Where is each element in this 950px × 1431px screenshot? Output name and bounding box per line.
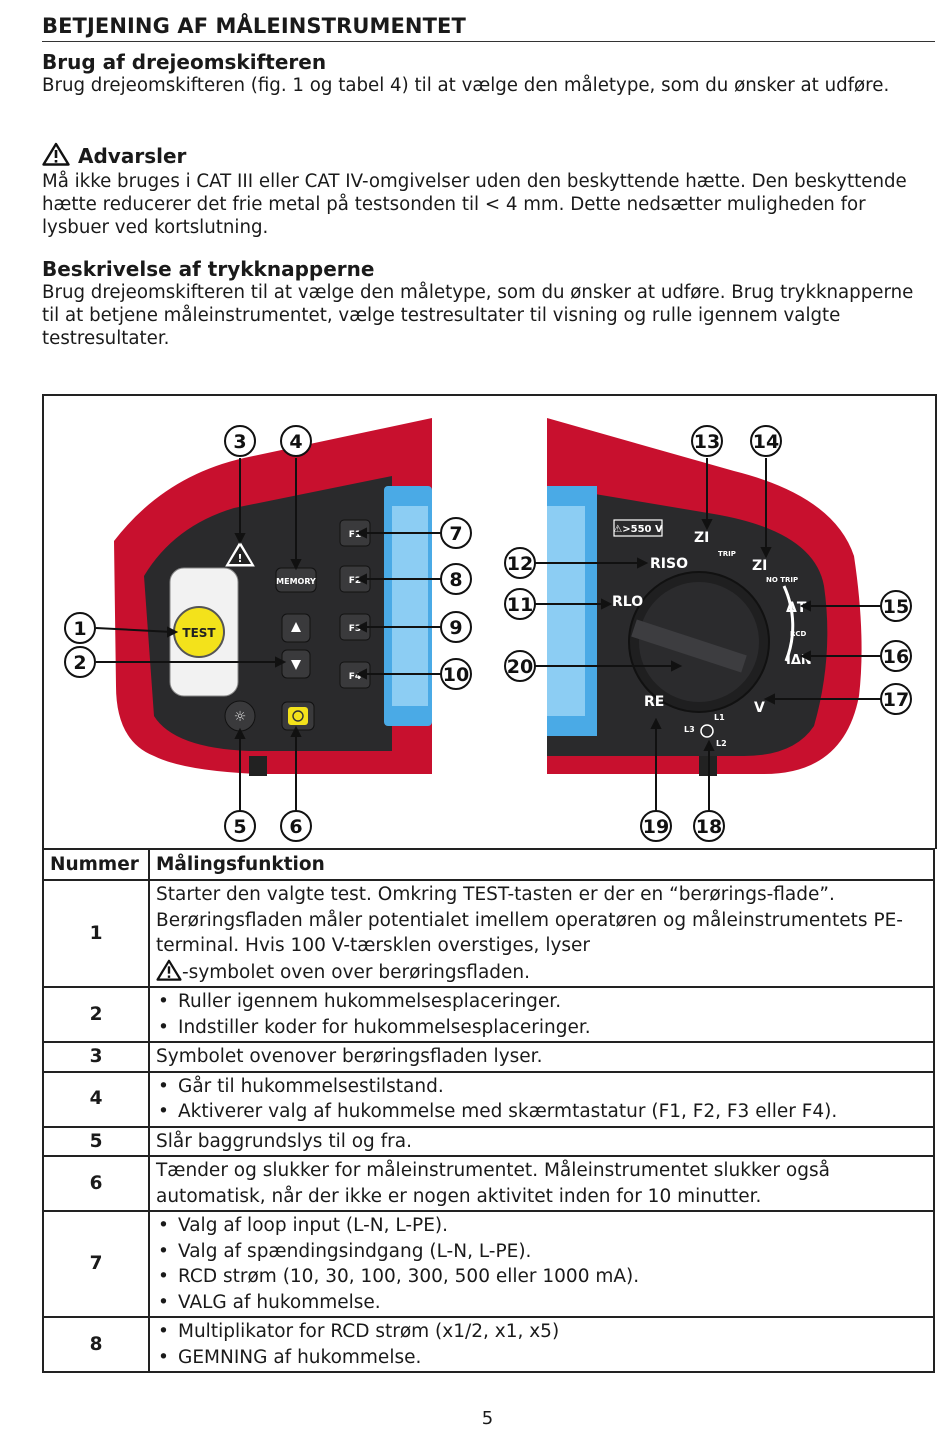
table-row: 3 Symbolet ovenover berøringsfladen lyse… xyxy=(42,1041,935,1073)
svg-text:RCD: RCD xyxy=(790,630,807,638)
warning-triangle-icon xyxy=(156,959,182,981)
table-row: 5 Slår baggrundslys til og fra. xyxy=(42,1125,935,1157)
svg-text:19: 19 xyxy=(643,816,669,838)
svg-text:16: 16 xyxy=(883,646,909,668)
svg-text:L3: L3 xyxy=(684,725,695,734)
section-rotary-switch: Brug af drejeomskifteren Brug drejeomski… xyxy=(42,50,889,97)
warning-triangle-icon xyxy=(42,142,70,170)
section-title: Beskrivelse af trykknapperne xyxy=(42,257,375,281)
table-row: 4 Går til hukommelsestilstand.Aktiverer … xyxy=(42,1070,935,1128)
svg-text:6: 6 xyxy=(289,816,302,838)
svg-text:4: 4 xyxy=(289,431,302,453)
section-pushbuttons: Beskrivelse af trykknapperne Brug drejeo… xyxy=(42,257,935,350)
svg-text:17: 17 xyxy=(883,689,909,711)
svg-text:13: 13 xyxy=(694,431,720,453)
section-warnings: Advarsler Må ikke bruges i CAT III eller… xyxy=(42,142,935,239)
page-heading: BETJENING AF MÅLEINSTRUMENTET xyxy=(42,14,935,42)
table-row: 8 Multiplikator for RCD strøm (x1/2, x1,… xyxy=(42,1316,935,1373)
table-row: 1 Starter den valgte test. Omkring TEST-… xyxy=(42,879,935,988)
svg-text:F2: F2 xyxy=(349,576,361,586)
svg-text:NO TRIP: NO TRIP xyxy=(766,576,798,584)
svg-text:10: 10 xyxy=(443,664,469,686)
table-row: 2 Ruller igennem hukommelsesplaceringer.… xyxy=(42,986,935,1043)
svg-text:!: ! xyxy=(237,552,242,565)
svg-text:L1: L1 xyxy=(714,713,725,722)
svg-text:8: 8 xyxy=(449,569,462,591)
memory-button-label: MEMORY xyxy=(276,577,316,586)
svg-text:9: 9 xyxy=(449,617,462,639)
section-text: Brug drejeomskifteren (fig. 1 og tabel 4… xyxy=(42,75,890,96)
column-header-number: Nummer xyxy=(42,848,150,881)
svg-text:ΔT: ΔT xyxy=(786,600,807,616)
button-description-table: Nummer Målingsfunktion 1 Starter den val… xyxy=(42,848,935,1373)
section-title: Advarsler xyxy=(78,144,187,168)
svg-text:RE: RE xyxy=(644,694,664,710)
callout-numbers: 1 2 3 4 5 6 7 8 9 10 11 12 13 14 15 16 1… xyxy=(64,425,912,842)
svg-text:20: 20 xyxy=(507,656,533,678)
svg-text:F4: F4 xyxy=(349,672,361,682)
instrument-figure: TEST ! MEMORY ☼ F1 F2 F3 F4 xyxy=(42,394,937,849)
section-text: Brug drejeomskifteren til at vælge den m… xyxy=(42,282,914,349)
section-text: Må ikke bruges i CAT III eller CAT IV-om… xyxy=(42,171,907,238)
function-keys: F1 F2 F3 F4 xyxy=(339,519,371,689)
svg-text:L2: L2 xyxy=(716,739,727,748)
table-row: 6 Tænder og slukker for måleinstrumentet… xyxy=(42,1155,935,1212)
column-header-function: Målingsfunktion xyxy=(148,848,935,881)
svg-text:F3: F3 xyxy=(349,624,361,634)
page-number: 5 xyxy=(481,1408,494,1429)
svg-text:12: 12 xyxy=(507,553,533,575)
svg-text:1: 1 xyxy=(73,618,86,640)
svg-text:5: 5 xyxy=(233,816,246,838)
table-row: 7 Valg af loop input (L-N, L-PE).Valg af… xyxy=(42,1210,935,1318)
svg-text:RISO: RISO xyxy=(650,556,688,572)
svg-text:15: 15 xyxy=(883,596,909,618)
svg-text:11: 11 xyxy=(507,594,533,616)
svg-text:3: 3 xyxy=(233,431,246,453)
svg-text:TRIP: TRIP xyxy=(718,550,736,558)
section-title: Brug af drejeomskifteren xyxy=(42,50,327,74)
test-button-label: TEST xyxy=(182,626,216,640)
svg-text:18: 18 xyxy=(696,816,722,838)
svg-text:ZI: ZI xyxy=(752,558,767,574)
table-header-row: Nummer Målingsfunktion xyxy=(42,848,935,881)
svg-text:V: V xyxy=(754,700,765,716)
svg-text:14: 14 xyxy=(753,431,779,453)
svg-text:ZI: ZI xyxy=(694,530,709,546)
instrument-illustration: TEST ! MEMORY ☼ F1 F2 F3 F4 xyxy=(64,418,912,842)
svg-text:F1: F1 xyxy=(349,530,361,540)
svg-text:☼: ☼ xyxy=(234,709,247,725)
svg-text:RLO: RLO xyxy=(612,594,643,610)
svg-text:7: 7 xyxy=(449,523,462,545)
svg-text:2: 2 xyxy=(73,652,86,674)
svg-text:⚠>550 V: ⚠>550 V xyxy=(613,524,663,535)
